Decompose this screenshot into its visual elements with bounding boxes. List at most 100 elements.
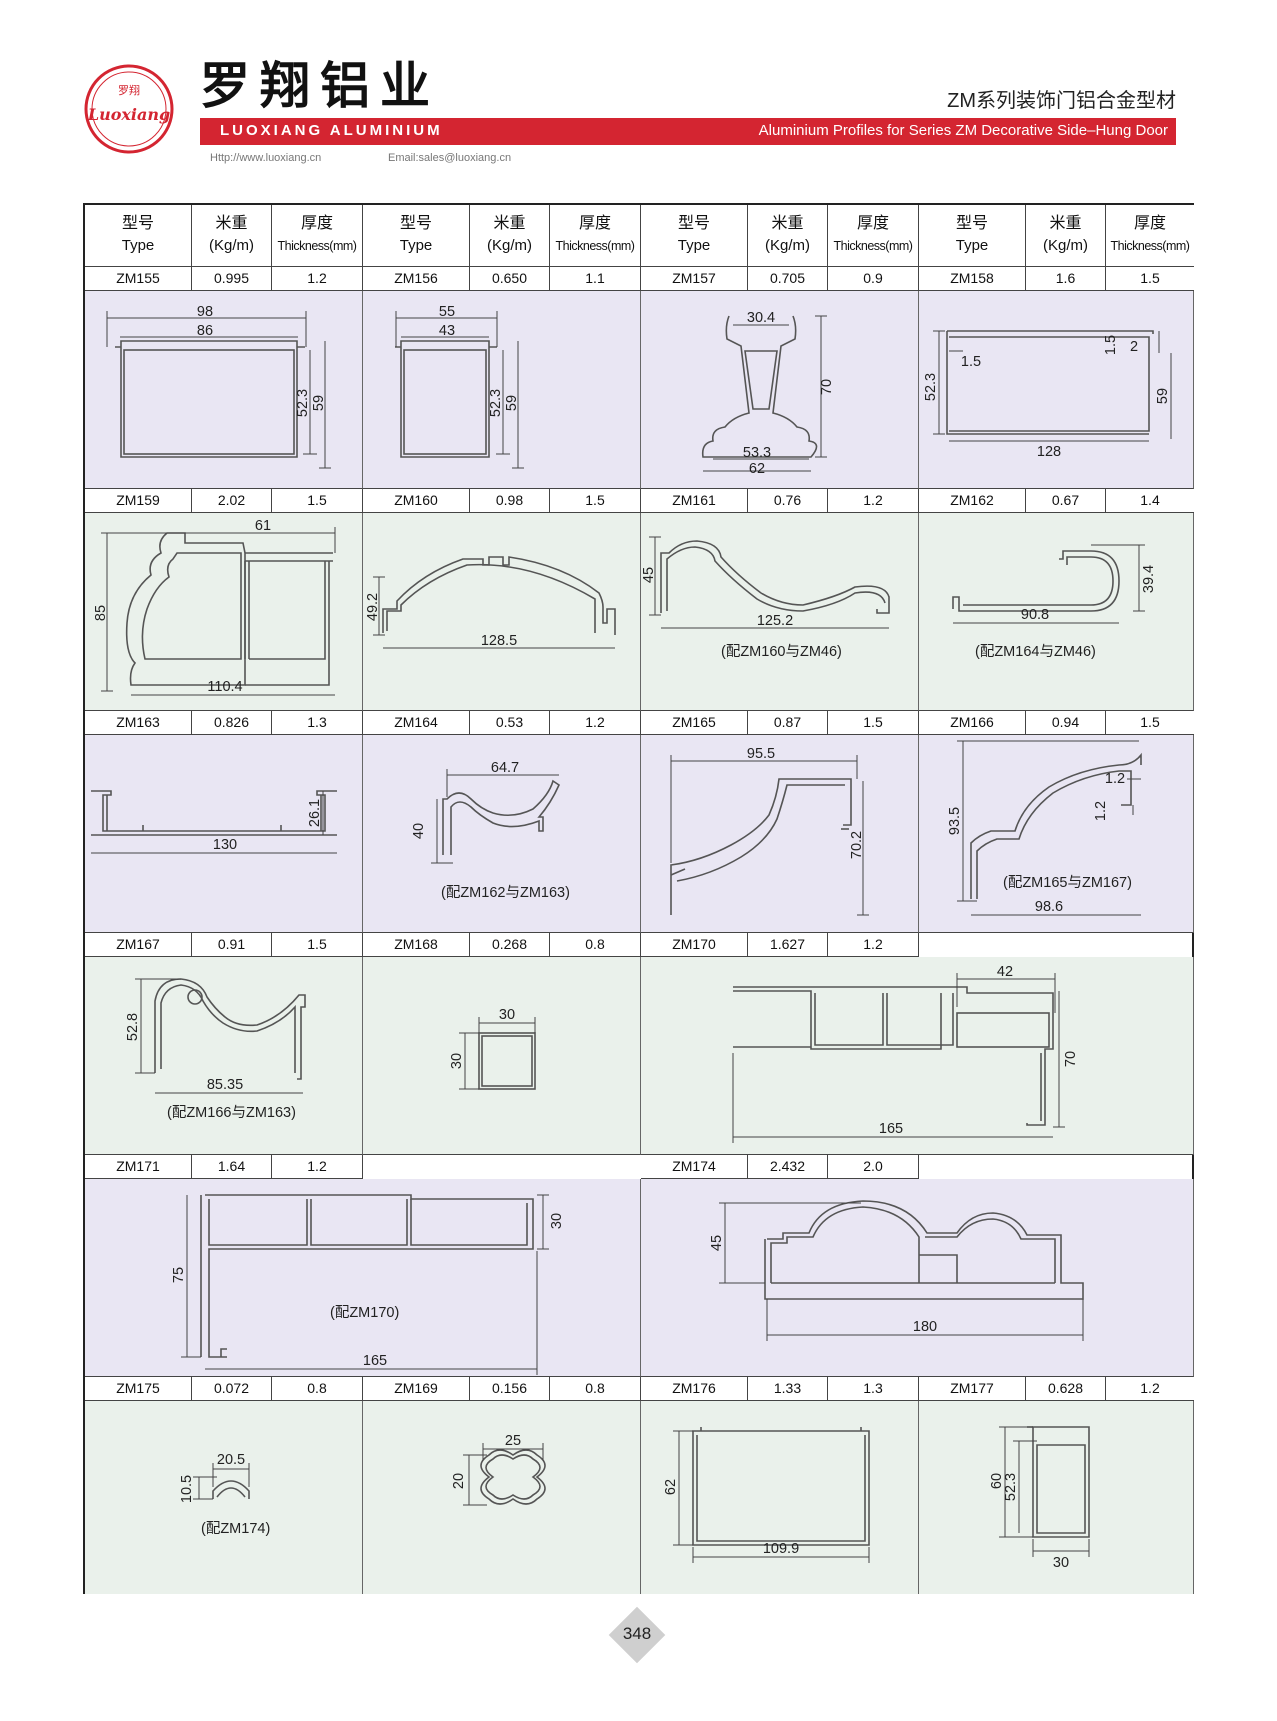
product-weight: 0.98	[470, 489, 550, 513]
product-thickness: 1.2	[828, 489, 919, 513]
product-type: ZM161	[641, 489, 748, 513]
compat-note: (配ZM160与ZM46)	[721, 644, 842, 660]
email-link[interactable]: Email:sales@luoxiang.cn	[388, 152, 512, 164]
header-type-cn: 型号	[399, 215, 432, 232]
product-type: ZM156	[363, 267, 470, 291]
dim-label: 52.3	[1003, 1473, 1019, 1501]
header-type-cn: 型号	[677, 215, 710, 232]
dim-label: 30	[1053, 1555, 1069, 1571]
compat-note: (配ZM162与ZM163)	[441, 885, 570, 901]
dim-label: 2	[1130, 339, 1138, 355]
header-weight-en: (Kg/m)	[487, 237, 532, 254]
dim-label: 125.2	[757, 613, 793, 629]
profile-drawing-zm176: 62 109.9	[641, 1401, 919, 1594]
product-weight: 0.156	[470, 1377, 550, 1401]
product-weight: 1.33	[748, 1377, 828, 1401]
profile-drawing-zm167: 52.8 85.35 (配ZM166与ZM163)	[85, 957, 363, 1155]
dim-label: 90.8	[1021, 607, 1049, 623]
dim-label: 70.2	[849, 831, 865, 859]
product-thickness: 1.2	[272, 267, 363, 291]
series-title-cn: ZM系列装饰门铝合金型材	[947, 90, 1176, 112]
product-weight: 1.6	[1026, 267, 1106, 291]
header-thickness: 厚度 Thickness(mm)	[272, 205, 363, 267]
product-type: ZM167	[85, 933, 192, 957]
product-thickness: 1.5	[1106, 711, 1194, 735]
dim-label: 86	[197, 323, 213, 339]
product-thickness: 1.3	[828, 1377, 919, 1401]
compat-note: (配ZM164与ZM46)	[975, 644, 1096, 660]
dim-label: 75	[171, 1267, 187, 1283]
header-thickness-cn: 厚度	[300, 215, 333, 232]
product-weight: 0.87	[748, 711, 828, 735]
website-link[interactable]: Http://www.luoxiang.cn	[210, 152, 322, 164]
dim-label: 30	[549, 1213, 565, 1229]
header-weight-en: (Kg/m)	[765, 237, 810, 254]
dim-label: 98.6	[1035, 899, 1063, 915]
dim-label: 42	[997, 964, 1013, 980]
dim-label: 30	[449, 1053, 465, 1069]
dim-label: 85	[93, 605, 109, 621]
dim-label: 30	[499, 1007, 515, 1023]
svg-text:Luoxiang: Luoxiang	[87, 105, 170, 124]
dim-label: 43	[439, 323, 455, 339]
profile-drawing-zm175: 20.5 10.5 (配ZM174)	[85, 1401, 363, 1594]
dim-label: 59	[1155, 388, 1171, 404]
product-weight: 0.072	[192, 1377, 272, 1401]
svg-text:罗翔: 罗翔	[118, 83, 140, 97]
dim-label: 180	[913, 1319, 937, 1335]
product-weight: 0.67	[1026, 489, 1106, 513]
product-type: ZM164	[363, 711, 470, 735]
product-thickness: 1.5	[1106, 267, 1194, 291]
header-type-en: Type	[955, 237, 989, 254]
profile-drawing-zm177: 60 52.3 30	[919, 1401, 1194, 1594]
profile-drawing-zm163: 26.1 130	[85, 735, 363, 933]
product-type: ZM155	[85, 267, 192, 291]
header-thickness-cn: 厚度	[1133, 215, 1166, 232]
dim-label: 165	[879, 1121, 903, 1137]
header-thickness-en: Thickness(mm)	[277, 239, 357, 253]
product-thickness: 0.8	[272, 1377, 363, 1401]
dim-label: 52.8	[125, 1013, 141, 1041]
dim-label: 64.7	[491, 760, 519, 776]
product-thickness: 1.2	[1106, 1377, 1194, 1401]
dim-label: 45	[641, 567, 657, 583]
product-thickness: 1.5	[828, 711, 919, 735]
luoxiang-logo: 罗翔 Luoxiang	[84, 64, 174, 154]
product-type: ZM170	[641, 933, 748, 957]
header-weight: 米重(Kg/m)	[192, 205, 272, 267]
product-type: ZM163	[85, 711, 192, 735]
product-thickness: 1.2	[828, 933, 919, 957]
product-thickness: 1.2	[550, 711, 641, 735]
product-thickness: 1.3	[272, 711, 363, 735]
product-type: ZM157	[641, 267, 748, 291]
product-type: ZM171	[85, 1155, 192, 1179]
product-weight: 0.995	[192, 267, 272, 291]
header-type-en: Type	[677, 237, 711, 254]
product-type: ZM177	[919, 1377, 1026, 1401]
dim-label: 52.3	[488, 389, 504, 417]
header-thickness-en: Thickness(mm)	[1110, 239, 1190, 253]
profile-drawing-zm157: 30.4 70 53.3 62	[641, 291, 919, 489]
dim-label: 52.3	[923, 373, 939, 401]
profile-drawing-zm174: 45 180	[641, 1179, 1194, 1377]
header-thickness-en: Thickness(mm)	[555, 239, 635, 253]
profile-drawing-zm159: 61 85 110.4	[85, 513, 363, 711]
dim-label: 59	[311, 395, 327, 411]
product-thickness: 2.0	[828, 1155, 919, 1179]
profile-drawing-zm162: 39.4 90.8 (配ZM164与ZM46)	[919, 513, 1194, 711]
series-title-en: Aluminium Profiles for Series ZM Decorat…	[758, 122, 1168, 139]
product-type: ZM160	[363, 489, 470, 513]
brand-name-en: LUOXIANG ALUMINIUM	[220, 122, 443, 139]
product-weight: 2.432	[748, 1155, 828, 1179]
product-type: ZM165	[641, 711, 748, 735]
dim-label: 1.5	[961, 354, 981, 370]
header-thickness: 厚度 Thickness(mm)	[1106, 205, 1194, 267]
compat-note: (配ZM170)	[330, 1305, 400, 1321]
dim-label: 39.4	[1141, 565, 1157, 593]
dim-label: 60	[989, 1473, 1005, 1489]
dim-label: 1.5	[1103, 335, 1119, 355]
dim-label: 45	[709, 1235, 725, 1251]
product-thickness: 1.5	[550, 489, 641, 513]
header-type-cn: 型号	[121, 215, 154, 232]
